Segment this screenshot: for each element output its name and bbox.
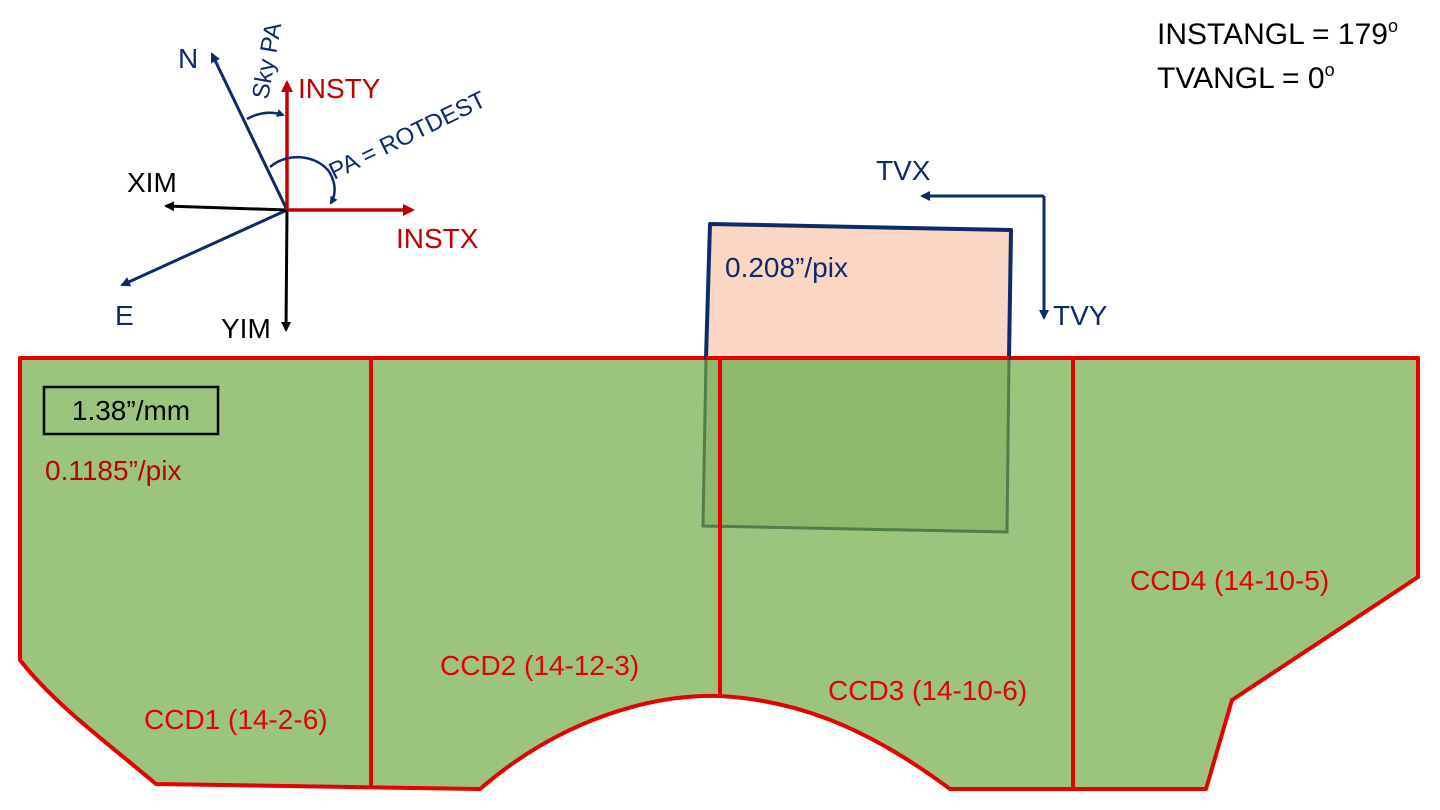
instangl-degree: o: [1388, 16, 1398, 36]
instangl-label: INSTANGL = 179: [1157, 18, 1388, 51]
ccd2-label: CCD2 (14-12-3): [440, 650, 639, 681]
plate-scale-box: [42, 385, 220, 436]
angle-header: INSTANGL = 179o TVANGL = 0o: [1157, 16, 1398, 95]
tv-scale-label: 0.208”/pix: [725, 252, 848, 283]
pa-rotdest-arc: [269, 155, 338, 205]
compass: N E XIM YIM INSTY INSTX Sky PA PA = ROTD…: [115, 21, 491, 344]
tv-field: 0.208”/pix TVX TVY: [704, 155, 1108, 360]
plate-scale-label: 1.38”/mm: [72, 395, 190, 426]
tvy-label: TVY: [1053, 300, 1108, 331]
tvangl-text: TVANGL = 0o: [1157, 60, 1335, 95]
tvangl-label: TVANGL = 0: [1157, 62, 1325, 95]
pixel-scale-label: 0.1185”/pix: [45, 455, 181, 486]
sky-pa-label: Sky PA: [247, 21, 287, 101]
tv-field-box: [704, 222, 1013, 360]
ccd1-label: CCD1 (14-2-6): [144, 704, 328, 735]
ccd-mosaic: 1.38”/mm 0.1185”/pix CCD1 (14-2-6) CCD2 …: [18, 356, 1420, 791]
insty-label: INSTY: [298, 73, 381, 104]
sky-pa-arc: [246, 109, 285, 121]
yim-label: YIM: [221, 313, 271, 344]
east-label: E: [115, 300, 134, 331]
ccd3-label: CCD3 (14-10-6): [828, 675, 1027, 706]
yim-arrow: [281, 209, 292, 332]
instx-label: INSTX: [396, 223, 479, 254]
xim-label: XIM: [127, 167, 177, 198]
north-label: N: [178, 43, 198, 74]
east-arrow: [120, 208, 288, 287]
tvx-label: TVX: [876, 155, 931, 186]
north-arrow: [210, 52, 289, 211]
tvangl-degree: o: [1325, 60, 1335, 80]
xim-arrow: [164, 201, 288, 212]
tv-overlap-region: [701, 356, 1011, 534]
instangl-text: INSTANGL = 179o: [1157, 16, 1398, 51]
ccd4-label: CCD4 (14-10-5): [1130, 565, 1329, 596]
